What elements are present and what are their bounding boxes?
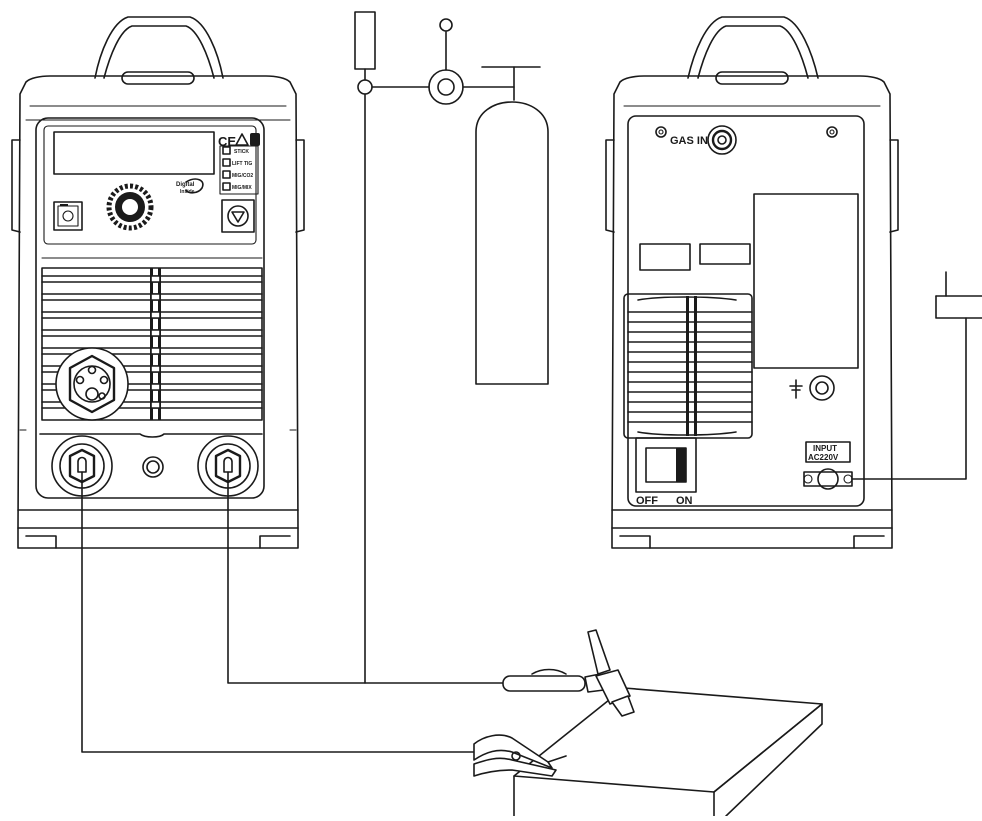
power-cord-gland [803, 468, 853, 490]
rear-body-outline [611, 75, 893, 529]
earth-terminal[interactable] [809, 375, 835, 401]
front-vent-grille [41, 257, 263, 421]
front-welder-unit: CE STICK LIFT TIG MIG/CO2 MIG/MIX Digita… [11, 16, 305, 549]
gas-supply [354, 11, 549, 385]
gas-in-connector[interactable] [707, 125, 737, 155]
front-bezel [35, 117, 265, 499]
remote-socket[interactable] [142, 456, 164, 478]
warning-triangle-icon [235, 133, 249, 146]
euro-torch-connector[interactable] [55, 347, 129, 421]
power-switch[interactable] [635, 437, 697, 493]
switch-off-label: OFF [636, 495, 658, 507]
gas-cylinder [475, 101, 549, 385]
rating-plate [753, 193, 859, 369]
earth-cable [81, 471, 475, 753]
front-carry-handle [94, 16, 224, 79]
flowmeter [354, 11, 376, 70]
gas-in-label: GAS IN [670, 135, 708, 147]
mode-select-button[interactable] [221, 199, 255, 233]
svg-text:Inside: Inside [180, 189, 195, 195]
regulator-gauge[interactable] [428, 69, 464, 105]
adjust-knob[interactable] [106, 183, 154, 231]
mode-label-stick: STICK [234, 149, 249, 155]
rear-carry-handle [687, 16, 819, 79]
input-voltage-label: AC220V [808, 453, 839, 462]
mode-label-mig-mix: MIG/MIX [232, 185, 252, 191]
rear-welder-unit: GAS IN [605, 16, 899, 549]
digital-inside-logo: Digital Inside [176, 178, 204, 195]
mains-plug [935, 271, 982, 319]
input-label: INPUT [813, 444, 837, 453]
tig-torch [502, 629, 635, 717]
earth-clamp [473, 734, 567, 777]
switch-on-label: ON [676, 495, 693, 507]
svg-text:Digital: Digital [176, 182, 195, 188]
small-control-button[interactable] [53, 201, 83, 231]
mode-list: STICK LIFT TIG MIG/CO2 MIG/MIX [222, 146, 253, 191]
manual-icon [250, 133, 260, 146]
ground-icon [789, 379, 803, 399]
mode-label-lift-tig: LIFT TIG [232, 161, 252, 167]
ce-mark: CE [218, 134, 236, 149]
front-body-outline [17, 75, 299, 529]
power-cable [851, 317, 967, 480]
rear-panel [627, 115, 865, 507]
rear-fan-grille [623, 293, 753, 439]
mode-label-mig-co2: MIG/CO2 [232, 173, 253, 179]
display-window [53, 131, 215, 175]
workpiece [513, 687, 823, 817]
gas-junction [357, 79, 373, 95]
torch-cable [227, 471, 506, 684]
